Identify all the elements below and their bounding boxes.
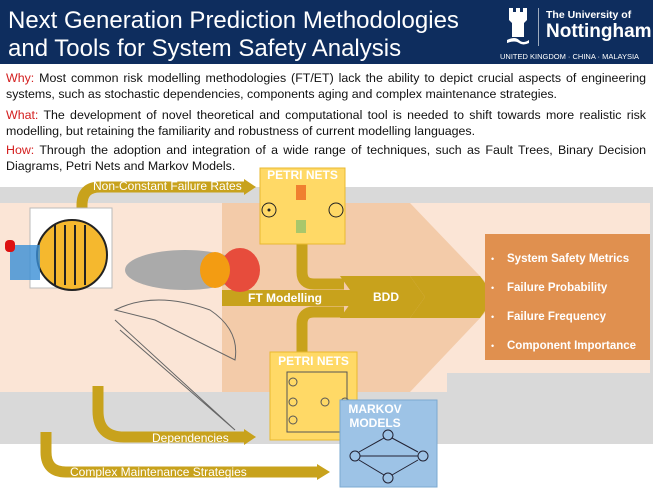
bdd-chevron [340,276,425,318]
metrics-box [485,234,650,360]
how-text: Through the adoption and integration of … [6,143,647,173]
metric-item: Component Importance [507,340,637,352]
ft-modelling-label: FT Modelling [248,291,322,305]
petri-top-title-wrap: PETRI NETS [260,168,345,182]
non-constant-flow [76,181,245,255]
why-label: Why: [6,71,35,85]
maintenance-flow [40,432,318,478]
why-text: Most common risk modelling methodologies… [6,71,646,101]
petri-top-to-bdd [296,244,344,290]
markov-title-2: MODELS [349,416,401,430]
petri-bottom-to-bdd [296,306,344,352]
petri-bottom-title-wrap: PETRI NETS [270,354,357,368]
ft-arrow [222,290,358,306]
metric-item: Failure Frequency [507,311,607,323]
what-label: What: [6,108,39,122]
title-line-2: and Tools for System Safety Analysis [8,35,402,62]
markov-title-wrap: MARKOV MODELS [345,402,405,430]
bdd-label: BDD [373,290,399,304]
how-paragraph: How: Through the adoption and integratio… [6,142,646,174]
train-illustration [113,299,237,431]
metric-item: Failure Probability [507,282,608,294]
maintenance-label: Complex Maintenance Strategies [70,465,247,479]
logo-subtitle: UNITED KINGDOM · CHINA · MALAYSIA [500,52,640,61]
non-constant-label: Non-Constant Failure Rates [93,179,242,193]
metrics-list: •System Safety Metrics •Failure Probabil… [491,253,637,352]
header-banner: Next Generation Prediction Methodologies… [0,0,653,64]
second-chevron [410,276,495,318]
metric-item: System Safety Metrics [507,253,630,265]
markov-title-1: MARKOV [348,402,402,416]
reactor-illustration [5,207,113,291]
why-paragraph: Why: Most common risk modelling methodol… [6,70,646,102]
markov-box [339,399,438,488]
logo-line-1: The University of [546,9,632,21]
university-logo-icon [507,8,529,45]
petri-bottom-title: PETRI NETS [278,354,349,368]
petri-top-title: PETRI NETS [267,168,338,182]
how-label: How: [6,143,35,157]
dependencies-label: Dependencies [152,431,229,445]
what-text: The development of novel theoretical and… [6,108,646,138]
dependencies-flow [92,386,245,443]
turbine-illustration [125,248,260,292]
logo-line-2: Nottingham [546,21,652,42]
title-line-1: Next Generation Prediction Methodologies [8,7,459,34]
what-paragraph: What: The development of novel theoretic… [6,107,646,139]
logo-divider [538,8,539,46]
markov-graph [349,429,429,484]
gold-flows [40,181,344,478]
